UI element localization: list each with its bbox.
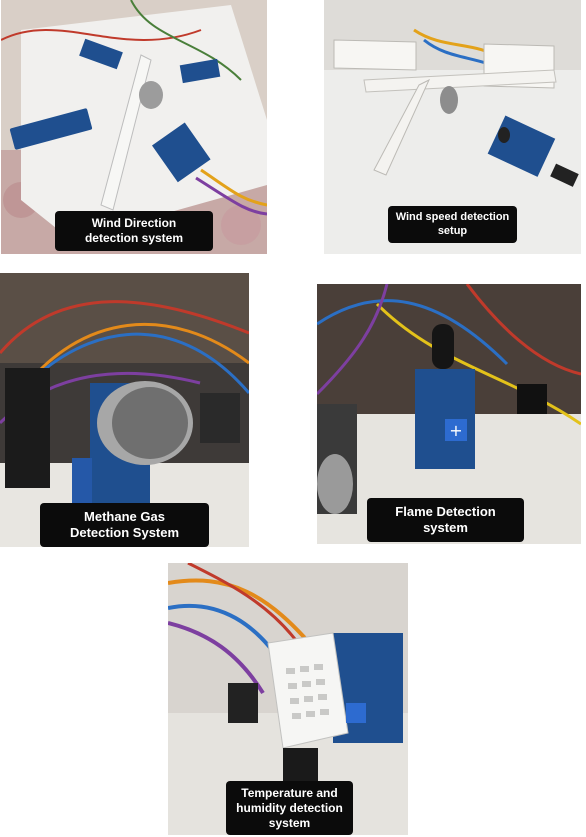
photo-methane-gas: Methane Gas Detection System bbox=[0, 273, 249, 547]
caption-methane-gas: Methane Gas Detection System bbox=[40, 503, 209, 547]
caption-wind-direction: Wind Direction detection system bbox=[55, 211, 213, 251]
caption-flame-detection: Flame Detection system bbox=[367, 498, 524, 542]
wind-direction-illustration bbox=[1, 0, 267, 254]
photo-wind-direction: Wind Direction detection system bbox=[1, 0, 267, 254]
photo-wind-speed: Wind speed detection setup bbox=[324, 0, 581, 254]
methane-sensor-illustration bbox=[0, 273, 249, 547]
caption-wind-speed: Wind speed detection setup bbox=[388, 206, 517, 243]
caption-temperature-humidity: Temperature and humidity detection syste… bbox=[226, 781, 353, 835]
photo-flame-detection: + Flame Detection system bbox=[317, 284, 581, 544]
svg-text:+: + bbox=[449, 421, 462, 440]
photo-temperature-humidity: Temperature and humidity detection syste… bbox=[168, 563, 408, 835]
